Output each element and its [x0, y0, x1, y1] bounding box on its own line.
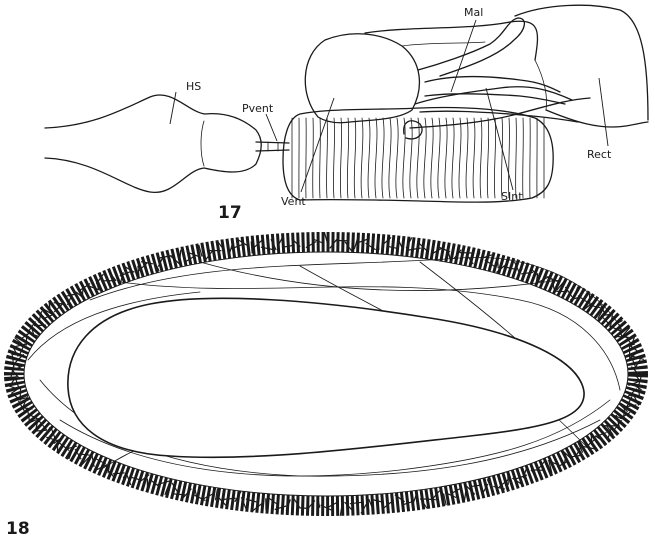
- ventriculus-stripe: [375, 118, 377, 198]
- wall-hatch-stroke: [508, 473, 509, 485]
- ventriculus-stripe: [473, 118, 475, 198]
- ventriculus-stripe: [480, 118, 482, 198]
- ventriculus-stripe: [452, 118, 454, 198]
- label-pvent: Pvent: [242, 102, 274, 115]
- ventriculus-stripe: [424, 118, 426, 198]
- label-vent: Vent: [281, 195, 306, 208]
- ventriculus-stripe: [368, 118, 370, 198]
- ventriculus-stripe: [417, 118, 419, 198]
- ventriculus-stripe: [487, 118, 489, 198]
- ventriculus-stripe: [327, 118, 328, 198]
- label-rect: Rect: [587, 148, 612, 161]
- ventriculus-stripe: [333, 118, 334, 198]
- label-hs: HS: [186, 80, 201, 93]
- ventriculus-stripe: [347, 118, 348, 198]
- label-sint: SInt: [501, 190, 523, 203]
- wall-hatch-stroke: [393, 496, 394, 508]
- ventriculus-stripe: [320, 118, 321, 198]
- ventriculus-stripe: [438, 118, 440, 198]
- wall-hatch-stroke: [424, 499, 436, 500]
- ventriculus-stripe: [494, 118, 495, 198]
- ventriculus-stripe: [516, 118, 517, 198]
- wall-hatch-stroke: [589, 294, 590, 306]
- ventriculus-stripe: [501, 118, 502, 198]
- ventriculus-stripe: [389, 118, 391, 198]
- figure-17-drawing: HS Pvent Vent Mal SInt Rect 17: [45, 5, 648, 223]
- ventriculus-stripe: [340, 118, 341, 198]
- wall-hatch-stroke: [4, 377, 16, 378]
- wall-hatch-stroke: [555, 291, 567, 292]
- ventriculus-stripe: [431, 118, 433, 198]
- figure-17-number: 17: [218, 203, 242, 223]
- rectum: [515, 5, 648, 120]
- figure-18-number: 18: [6, 519, 30, 539]
- honey-stomach: [45, 95, 261, 192]
- figure-18-drawing: 18: [4, 232, 647, 539]
- ventriculus-stripe: [509, 118, 510, 198]
- ventriculus-stripe: [445, 118, 447, 198]
- ventriculus-stripe: [410, 118, 412, 198]
- ventriculus-stripe: [382, 118, 384, 198]
- malpighian-tubules: [404, 18, 590, 139]
- ventriculus-stripe: [523, 118, 524, 198]
- ventriculus-stripe: [361, 118, 363, 198]
- wall-hatch-stroke: [378, 238, 379, 250]
- leader-lines: [170, 20, 608, 192]
- label-mal: Mal: [464, 6, 483, 19]
- wall-hatch-stroke: [465, 489, 467, 501]
- ventriculus-stripe: [354, 118, 356, 198]
- ventriculus-stripe: [466, 118, 468, 198]
- ventriculus-stripe: [396, 118, 398, 198]
- ventriculus-stripes: [292, 118, 544, 198]
- small-intestine: [425, 77, 560, 93]
- ventriculus-stripe: [459, 118, 461, 198]
